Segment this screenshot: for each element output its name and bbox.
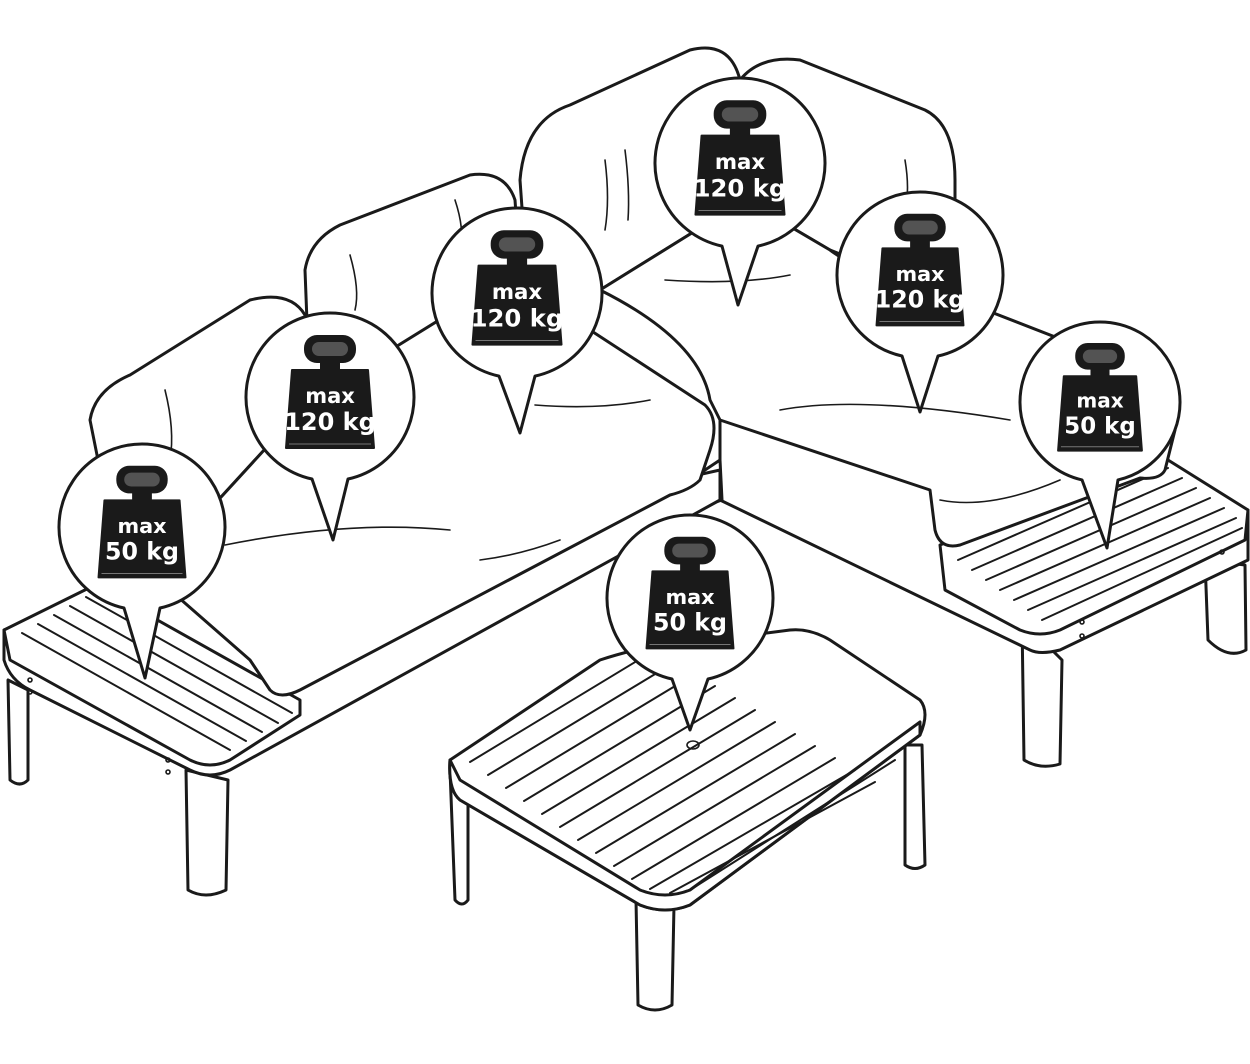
callout-max-label: max (305, 384, 355, 408)
callout-max-value: 120 kg (471, 303, 564, 332)
callout-max-value: 50 kg (653, 609, 727, 637)
callout-max-label: max (715, 150, 766, 175)
weight-icon (1057, 342, 1143, 452)
umbrella-hole (686, 740, 700, 750)
callout-max-value: 50 kg (105, 538, 179, 566)
callout-max-value: 120 kg (694, 173, 787, 202)
weight-icon (285, 335, 375, 449)
callout-max-label: max (1076, 389, 1123, 413)
left-side-table-slats (21, 596, 293, 751)
callout-max-label: max (895, 262, 945, 286)
weight-icon (97, 465, 187, 579)
weight-icon (694, 100, 786, 216)
weight-icon (875, 213, 965, 327)
left-sofa (2, 172, 724, 897)
callout-max-label: max (492, 280, 543, 305)
callout-max-value: 120 kg (875, 286, 965, 314)
weight-icon (471, 230, 563, 346)
callout-max-label: max (665, 585, 715, 609)
callout-max-value: 120 kg (284, 408, 376, 436)
callout-max-label: max (117, 514, 167, 538)
weight-icon (645, 536, 735, 650)
callout-max-value: 50 kg (1064, 413, 1135, 439)
